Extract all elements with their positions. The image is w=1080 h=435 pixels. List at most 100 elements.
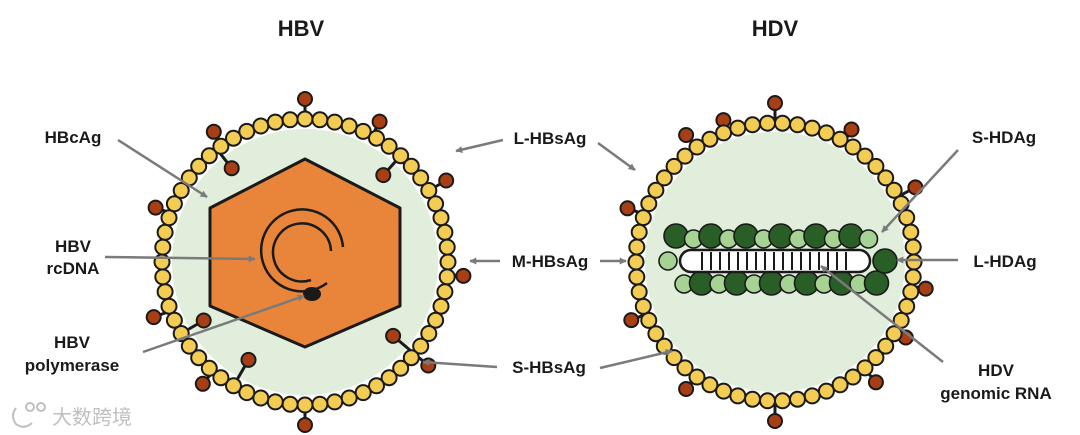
hdv-envelope-bead	[715, 124, 733, 142]
hdv-envelope-bead	[902, 223, 920, 241]
hbv-envelope-bead	[427, 195, 445, 213]
hdv-envelope-bead	[867, 349, 885, 367]
hbv-envelope-bead	[266, 393, 284, 411]
label-hbv-polymerase-line1: HBV	[54, 333, 91, 352]
hdv-envelope-bead	[817, 382, 835, 400]
hbv-envelope-bead	[190, 349, 208, 367]
hdv-envelope-bead	[856, 147, 874, 165]
watermark: 大数跨境	[12, 402, 132, 429]
hbv-envelope-bead	[311, 395, 329, 413]
hdv-surface-spike	[678, 127, 695, 143]
arrow-hbv-polymerase	[142, 294, 305, 354]
hbv-envelope-bead	[354, 384, 372, 402]
hbv-envelope-bead	[380, 137, 398, 155]
label-hbcag: HBcAg	[45, 128, 102, 147]
hbv-envelope-bead	[296, 396, 314, 414]
hdv-envelope-bead	[634, 209, 652, 227]
hdv-particle	[619, 95, 934, 429]
hbv-envelope-bead	[165, 311, 183, 329]
hdv-surface-spike	[767, 95, 783, 111]
hbv-envelope-bead	[165, 195, 183, 213]
hdv-envelope-bead	[844, 138, 862, 156]
hdv-envelope-bead	[885, 181, 903, 199]
hbv-surface-spike	[297, 91, 313, 107]
hbv-particle	[145, 91, 472, 433]
hbv-envelope-bead	[436, 283, 454, 301]
callout-arrows	[104, 138, 959, 370]
hbv-envelope-bead	[281, 111, 299, 129]
hdv-envelope-bead	[817, 124, 835, 142]
hdv-envelope-bead	[744, 390, 761, 408]
hdv-surface-spike	[867, 374, 884, 391]
hbv-envelope-bead	[154, 238, 172, 256]
hdv-envelope-bead	[688, 138, 706, 156]
arrow-s-hbsag-left	[422, 358, 498, 369]
hdv-envelope-bead	[904, 268, 922, 286]
hbv-envelope-bead	[252, 389, 270, 407]
hbv-envelope-bead	[420, 182, 438, 199]
hdv-envelope-bead	[892, 195, 910, 213]
hbv-envelope-bead	[281, 395, 299, 413]
hbv-envelope-bead	[340, 117, 358, 135]
hbv-envelope-bead	[340, 389, 358, 407]
s-hdag-bead	[858, 229, 879, 249]
hdv-envelope-bead	[803, 387, 821, 405]
hbv-envelope-bead	[225, 129, 242, 147]
hbv-envelope-bead	[326, 393, 344, 411]
arrow-hbv-rcdna	[104, 255, 256, 263]
hdv-title: HDV	[752, 16, 799, 41]
hbv-surface-spike	[455, 267, 472, 284]
label-hbv-rcdna-line1: HBV	[55, 237, 92, 256]
rna-base-pairs	[701, 252, 847, 270]
hbv-envelope-bead	[238, 384, 256, 402]
label-s-hbsag: S-HBsAg	[512, 358, 586, 377]
label-l-hbsag: L-HBsAg	[514, 129, 587, 148]
hdv-surface-spike	[678, 381, 695, 397]
hdv-envelope-bead	[905, 253, 923, 271]
l-hdag-bead	[863, 270, 890, 296]
watermark-logo-icon	[12, 402, 46, 428]
s-hdag-bead	[658, 251, 678, 271]
hbv-envelope-bead	[160, 209, 178, 227]
hdv-envelope-bead	[803, 119, 821, 137]
hdv-envelope-bead	[904, 238, 922, 256]
hdv-envelope-bead	[630, 283, 648, 301]
hbv-envelope-bead	[156, 223, 174, 241]
hdv-envelope-bead	[885, 325, 903, 343]
hdv-envelope-bead	[856, 359, 874, 377]
hdv-envelope-bead	[701, 130, 719, 148]
hbv-envelope-bead	[156, 283, 174, 301]
label-hdv-genomic-rna-line1: HDV	[978, 361, 1015, 380]
hdv-surface-spike	[843, 121, 860, 138]
arrow-hdv-genomic-rna	[820, 265, 944, 363]
hbv-surface-spike	[194, 375, 211, 392]
hbv-envelope-bead	[172, 182, 190, 199]
hdv-envelope-bead	[789, 116, 806, 134]
hbv-envelope-bead	[412, 169, 430, 187]
l-hdag-bead	[872, 248, 898, 274]
hdv-envelope-bead	[898, 297, 916, 315]
hdag-beads	[658, 223, 898, 296]
arrow-s-hbsag-right	[599, 349, 673, 370]
hbv-envelope-bead	[354, 122, 372, 140]
hbv-envelope-bead	[438, 268, 456, 286]
label-hbv-polymerase-line2: polymerase	[25, 356, 120, 375]
hdv-envelope-bead	[655, 169, 673, 187]
hdv-envelope-bead	[759, 392, 776, 410]
hbv-envelope-bead	[190, 157, 208, 175]
hdv-envelope-bead	[831, 376, 849, 394]
hdv-envelope-bead	[665, 157, 683, 175]
hbv-surface-spike	[420, 357, 437, 374]
hbv-envelope-bead	[266, 113, 284, 131]
hdv-envelope-bead	[715, 382, 733, 400]
hdv-envelope-bead	[676, 147, 694, 165]
hbv-surface-spike	[438, 172, 455, 189]
hbv-envelope-bead	[200, 359, 218, 377]
hdv-envelope-bead	[729, 119, 747, 137]
hbv-envelope-bead	[154, 268, 172, 286]
hdv-envelope-bead	[774, 392, 791, 410]
hbv-surface-spike	[145, 309, 162, 326]
hdv-envelope-bead	[729, 387, 747, 405]
hbv-surface-spike	[223, 160, 240, 177]
